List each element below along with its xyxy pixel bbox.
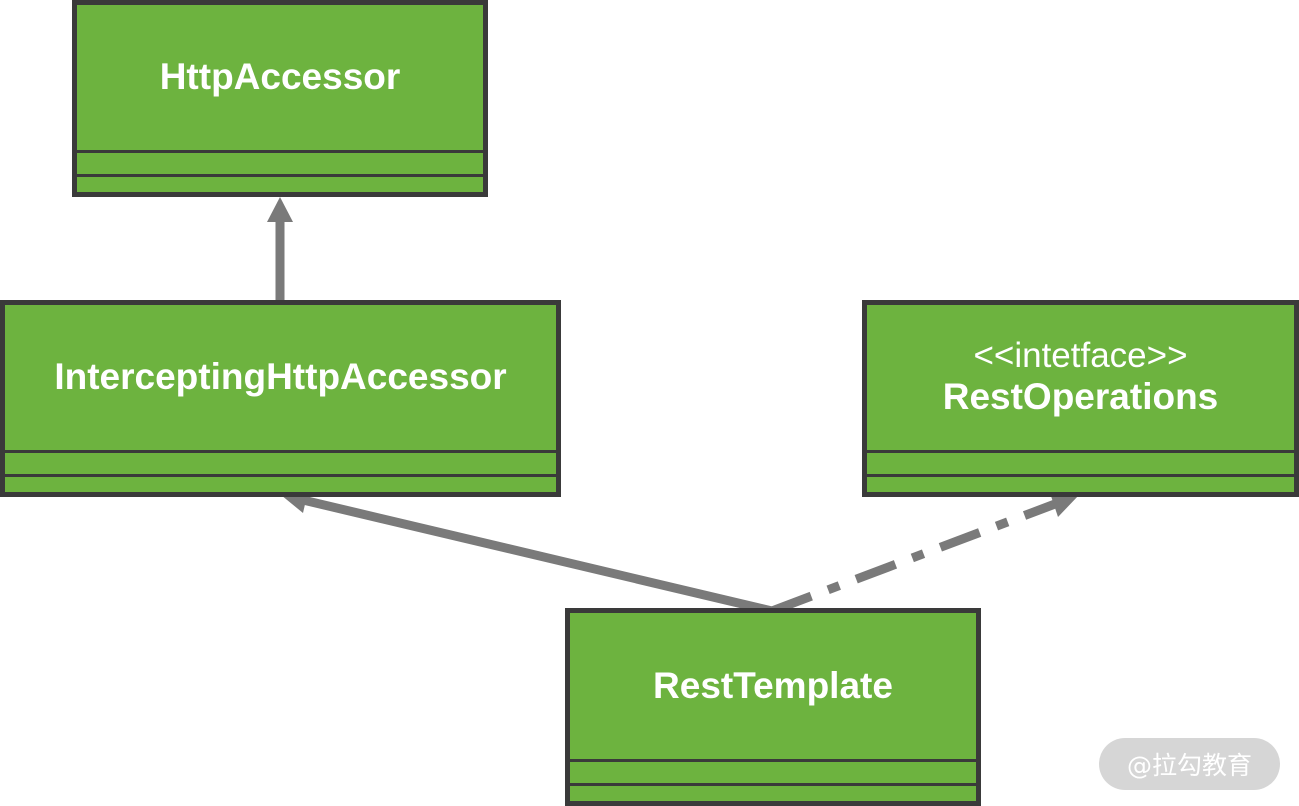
generalization-arrowhead-httpaccessor [267,197,293,222]
interface-stereotype: <<intetface>> [973,336,1188,376]
attributes-section [867,450,1294,474]
class-name: InterceptingHttpAccessor [54,356,507,398]
attributes-section [77,150,483,174]
class-name-section: InterceptingHttpAccessor [5,305,556,450]
class-name-section: RestTemplate [570,613,976,759]
realization-line-resttemplate-to-restoperations [770,499,1057,616]
attributes-section [5,450,556,474]
methods-section [5,474,556,492]
class-box-intercepting-http-accessor: InterceptingHttpAccessor [0,300,561,497]
methods-section [570,783,976,801]
attributes-section [570,759,976,783]
class-box-http-accessor: HttpAccessor [72,0,488,197]
class-name-section: <<intetface>> RestOperations [867,305,1294,450]
methods-section [77,174,483,192]
interface-box-rest-operations: <<intetface>> RestOperations [862,300,1299,497]
methods-section [867,474,1294,492]
generalization-line-resttemplate-to-intercepting [301,495,774,616]
watermark-badge: @拉勾教育 [1099,738,1280,790]
class-name: HttpAccessor [159,56,401,98]
class-box-rest-template: RestTemplate [565,608,981,806]
class-name-section: HttpAccessor [77,5,483,150]
class-name: RestOperations [942,376,1219,418]
class-name: RestTemplate [653,664,893,706]
